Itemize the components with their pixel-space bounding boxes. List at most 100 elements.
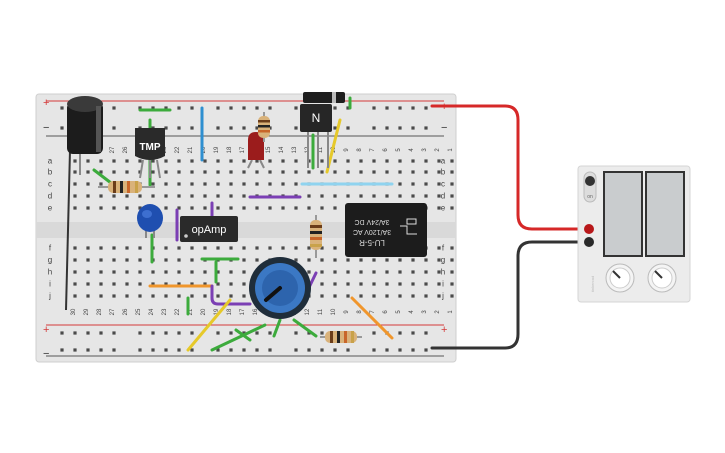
breadboard-hole[interactable] [385, 270, 389, 274]
breadboard-hole[interactable] [385, 126, 389, 130]
breadboard-hole[interactable] [164, 270, 168, 274]
breadboard-hole[interactable] [320, 331, 324, 335]
breadboard-hole[interactable] [359, 170, 363, 174]
breadboard-hole[interactable] [333, 170, 337, 174]
breadboard-hole[interactable] [138, 246, 142, 250]
breadboard-hole[interactable] [398, 282, 402, 286]
breadboard-hole[interactable] [190, 258, 194, 262]
breadboard-hole[interactable] [242, 282, 246, 286]
breadboard-hole[interactable] [216, 159, 220, 163]
breadboard-hole[interactable] [333, 126, 337, 130]
breadboard-hole[interactable] [450, 246, 454, 250]
breadboard-hole[interactable] [333, 258, 337, 262]
breadboard-hole[interactable] [307, 258, 311, 262]
breadboard-hole[interactable] [216, 182, 220, 186]
breadboard-hole[interactable] [385, 194, 389, 198]
breadboard-hole[interactable] [411, 170, 415, 174]
breadboard-hole[interactable] [190, 194, 194, 198]
breadboard-hole[interactable] [385, 294, 389, 298]
breadboard-hole[interactable] [424, 159, 428, 163]
breadboard-hole[interactable] [60, 126, 64, 130]
wire-orange[interactable] [350, 296, 394, 340]
breadboard-hole[interactable] [203, 170, 207, 174]
breadboard-hole[interactable] [229, 106, 233, 110]
breadboard-hole[interactable] [398, 182, 402, 186]
breadboard-hole[interactable] [216, 106, 220, 110]
transistor[interactable]: N [300, 104, 332, 168]
positive-terminal[interactable] [584, 224, 594, 234]
breadboard-hole[interactable] [450, 258, 454, 262]
breadboard-hole[interactable] [437, 246, 441, 250]
breadboard-hole[interactable] [151, 159, 155, 163]
breadboard-hole[interactable] [333, 106, 337, 110]
breadboard-hole[interactable] [177, 258, 181, 262]
breadboard-hole[interactable] [86, 294, 90, 298]
breadboard-hole[interactable] [411, 282, 415, 286]
breadboard-hole[interactable] [229, 331, 233, 335]
breadboard-hole[interactable] [190, 206, 194, 210]
breadboard-hole[interactable] [99, 194, 103, 198]
breadboard-hole[interactable] [398, 331, 402, 335]
breadboard-hole[interactable] [86, 170, 90, 174]
breadboard-hole[interactable] [203, 182, 207, 186]
breadboard-hole[interactable] [320, 270, 324, 274]
breadboard-hole[interactable] [346, 194, 350, 198]
breadboard-hole[interactable] [307, 170, 311, 174]
breadboard-hole[interactable] [203, 270, 207, 274]
breadboard-hole[interactable] [203, 194, 207, 198]
breadboard-hole[interactable] [437, 159, 441, 163]
breadboard-hole[interactable] [411, 294, 415, 298]
wire-green[interactable] [210, 323, 267, 352]
breadboard-hole[interactable] [437, 194, 441, 198]
breadboard-hole[interactable] [229, 126, 233, 130]
breadboard-hole[interactable] [346, 270, 350, 274]
breadboard-hole[interactable] [450, 270, 454, 274]
breadboard-hole[interactable] [177, 294, 181, 298]
breadboard-hole[interactable] [268, 182, 272, 186]
breadboard-hole[interactable] [281, 170, 285, 174]
breadboard-hole[interactable] [424, 194, 428, 198]
breadboard-hole[interactable] [398, 258, 402, 262]
breadboard-hole[interactable] [242, 294, 246, 298]
breadboard-hole[interactable] [112, 294, 116, 298]
breadboard-hole[interactable] [60, 331, 64, 335]
breadboard-hole[interactable] [164, 294, 168, 298]
breadboard-hole[interactable] [151, 348, 155, 352]
breadboard-hole[interactable] [229, 182, 233, 186]
breadboard-hole[interactable] [190, 331, 194, 335]
breadboard-hole[interactable] [164, 258, 168, 262]
breadboard-hole[interactable] [164, 206, 168, 210]
breadboard-hole[interactable] [294, 348, 298, 352]
breadboard-hole[interactable] [86, 258, 90, 262]
breadboard-hole[interactable] [398, 159, 402, 163]
breadboard-hole[interactable] [229, 206, 233, 210]
breadboard-hole[interactable] [372, 282, 376, 286]
breadboard-hole[interactable] [125, 270, 129, 274]
breadboard-hole[interactable] [333, 194, 337, 198]
breadboard-hole[interactable] [372, 126, 376, 130]
breadboard-hole[interactable] [216, 170, 220, 174]
breadboard-hole[interactable] [138, 258, 142, 262]
breadboard-hole[interactable] [281, 159, 285, 163]
breadboard-hole[interactable] [125, 294, 129, 298]
breadboard-hole[interactable] [203, 282, 207, 286]
breadboard-hole[interactable] [242, 206, 246, 210]
breadboard-hole[interactable] [450, 282, 454, 286]
breadboard-hole[interactable] [242, 182, 246, 186]
breadboard-hole[interactable] [424, 282, 428, 286]
breadboard-hole[interactable] [164, 282, 168, 286]
led[interactable] [247, 132, 265, 169]
breadboard-hole[interactable] [151, 294, 155, 298]
breadboard-hole[interactable] [242, 258, 246, 262]
electrolytic-capacitor[interactable] [65, 96, 103, 311]
breadboard-hole[interactable] [424, 294, 428, 298]
breadboard-hole[interactable] [190, 106, 194, 110]
breadboard-hole[interactable] [190, 282, 194, 286]
power-supply[interactable]: on tinkercad [577, 165, 691, 303]
breadboard-hole[interactable] [411, 182, 415, 186]
breadboard-hole[interactable] [385, 170, 389, 174]
breadboard-hole[interactable] [125, 170, 129, 174]
breadboard-hole[interactable] [112, 270, 116, 274]
breadboard-hole[interactable] [151, 282, 155, 286]
breadboard-hole[interactable] [346, 106, 350, 110]
